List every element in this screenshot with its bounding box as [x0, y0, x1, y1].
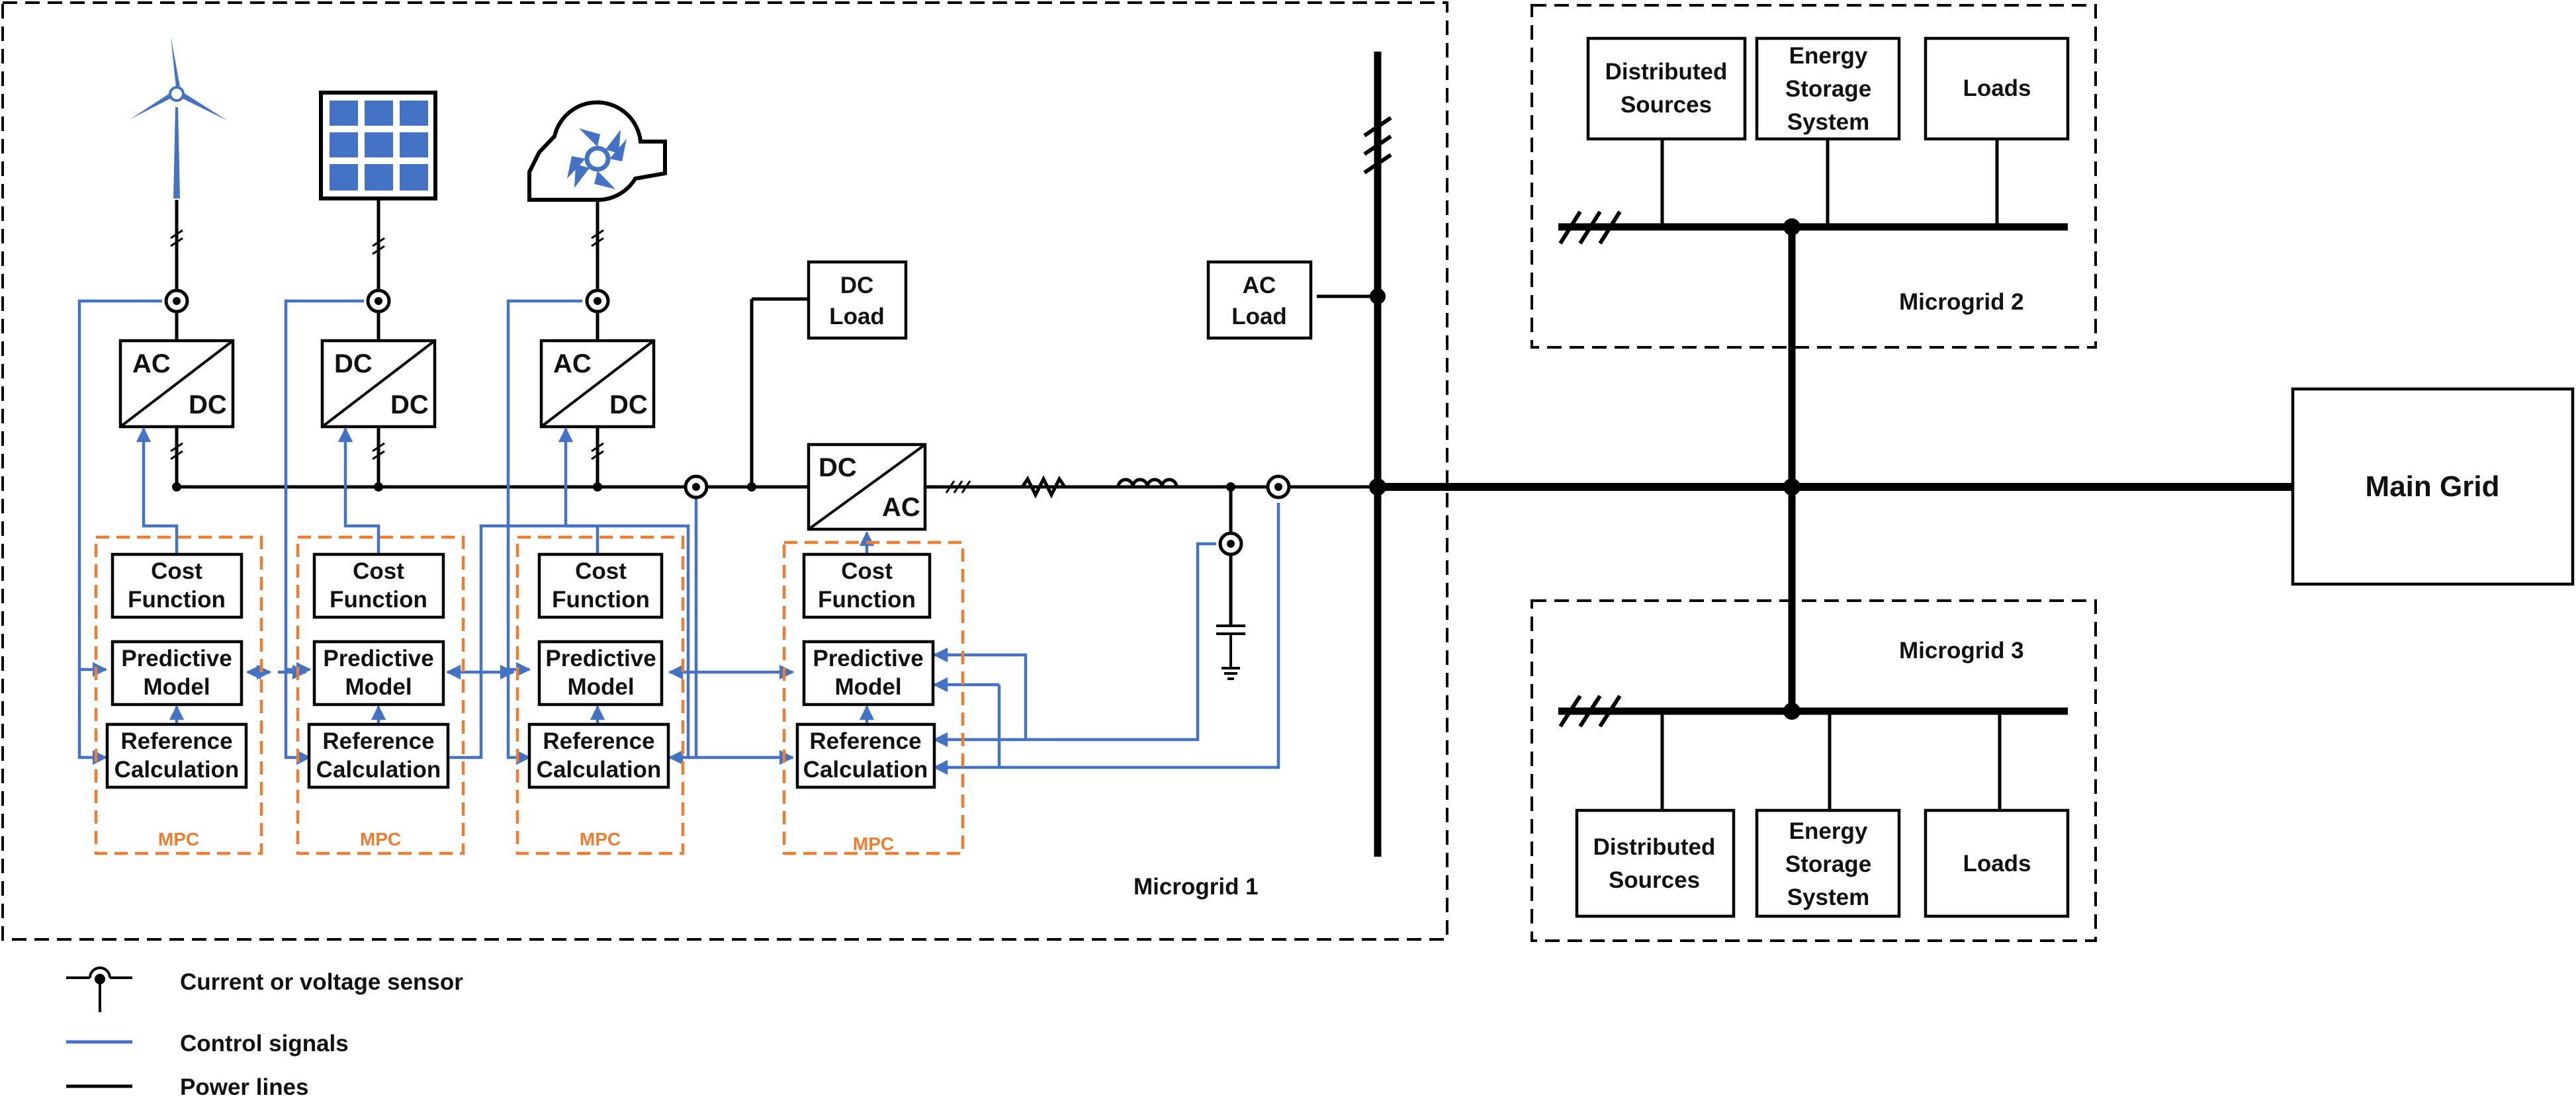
microgrid1-title: Microgrid 1: [1133, 874, 1259, 900]
svg-text:Function: Function: [552, 587, 650, 613]
mg2-energy-storage-system: Energy Storage System: [1755, 36, 1901, 227]
legend-control-label: Control signals: [180, 1031, 349, 1056]
mg3-energy-storage-system: Energy Storage System: [1755, 711, 1901, 918]
microgrid3-title: Microgrid 3: [1899, 638, 2024, 664]
svg-text:DC: DC: [189, 390, 227, 419]
svg-text:Predictive: Predictive: [545, 646, 656, 671]
current-voltage-sensors: [164, 288, 1291, 556]
svg-text:System: System: [1787, 109, 1870, 135]
mpc-block-1: Cost Function Predictive Model Reference…: [94, 535, 263, 855]
svg-text:MPC: MPC: [580, 829, 621, 849]
svg-text:DC: DC: [390, 390, 429, 419]
three-phase-marks: [1363, 116, 1622, 728]
ac-load: AC Load: [1206, 260, 1313, 340]
svg-text:Function: Function: [818, 587, 916, 613]
svg-text:Model: Model: [567, 674, 634, 700]
svg-text:System: System: [1787, 884, 1870, 910]
inverter-4: DC AC: [807, 443, 927, 531]
microgrid2-frame: [1531, 4, 2097, 349]
converter-1: AC DC: [118, 339, 235, 429]
svg-text:Energy: Energy: [1789, 818, 1868, 844]
mg3-distributed-sources: Distributed Sources: [1575, 711, 1736, 918]
svg-text:Predictive: Predictive: [813, 646, 923, 671]
microgrid3-frame: [1531, 599, 2097, 942]
svg-text:Reference: Reference: [809, 728, 921, 754]
mpc-block-4: Cost Function Predictive Model Reference…: [782, 540, 965, 855]
svg-text:DC: DC: [840, 273, 874, 298]
svg-text:Sources: Sources: [1621, 92, 1712, 118]
svg-text:Distributed: Distributed: [1605, 59, 1728, 85]
svg-text:Reference: Reference: [543, 728, 654, 754]
control-signals: [77, 299, 1280, 775]
svg-text:Energy: Energy: [1789, 43, 1868, 69]
svg-text:Calculation: Calculation: [803, 757, 928, 783]
svg-text:Function: Function: [128, 587, 226, 613]
solar-panel-icon: [319, 91, 437, 225]
svg-text:MPC: MPC: [853, 834, 894, 854]
svg-text:Calculation: Calculation: [114, 757, 240, 783]
svg-text:Function: Function: [330, 587, 427, 613]
converter-2: DC DC: [320, 339, 437, 429]
svg-text:Loads: Loads: [1963, 851, 2031, 877]
svg-text:Predictive: Predictive: [121, 646, 232, 671]
mg3-loads: Loads: [1924, 711, 2070, 918]
svg-text:AC: AC: [132, 349, 171, 378]
svg-text:Cost: Cost: [353, 558, 404, 584]
svg-text:MPC: MPC: [360, 829, 401, 849]
svg-text:Load: Load: [1231, 304, 1287, 329]
micro-turbine-icon: [527, 100, 667, 202]
svg-text:Cost: Cost: [841, 558, 893, 584]
inductor: [1116, 478, 1178, 488]
svg-text:DC: DC: [609, 390, 648, 419]
svg-text:DC: DC: [334, 349, 373, 378]
svg-text:Reference: Reference: [322, 728, 434, 754]
svg-text:Predictive: Predictive: [323, 646, 433, 671]
svg-text:Storage: Storage: [1785, 76, 1871, 102]
svg-text:AC: AC: [1243, 273, 1276, 298]
svg-text:Model: Model: [834, 674, 901, 700]
mg2-loads: Loads: [1924, 36, 2070, 227]
feeder-tick-marks: [170, 229, 971, 494]
microgrid2-title: Microgrid 2: [1899, 289, 2024, 315]
svg-text:Cost: Cost: [151, 558, 202, 584]
legend-sensor-icon: [66, 967, 132, 1012]
legend-sensor-label: Current or voltage sensor: [180, 969, 463, 995]
converter-3: AC DC: [539, 339, 656, 429]
dc-load: DC Load: [807, 260, 908, 340]
svg-text:Calculation: Calculation: [316, 757, 441, 783]
mg2-distributed-sources: Distributed Sources: [1586, 36, 1747, 227]
svg-text:Model: Model: [345, 674, 412, 700]
svg-text:Reference: Reference: [120, 728, 232, 754]
legend: Current or voltage sensor Control signal…: [66, 967, 463, 1100]
svg-text:Loads: Loads: [1963, 75, 2031, 101]
svg-text:Distributed: Distributed: [1593, 834, 1716, 860]
svg-text:Main Grid: Main Grid: [2366, 470, 2500, 503]
svg-text:AC: AC: [553, 349, 592, 378]
wind-turbine-icon: [130, 36, 227, 198]
svg-text:AC: AC: [882, 493, 920, 522]
svg-text:MPC: MPC: [158, 829, 199, 849]
mpc-block-3: Cost Function Predictive Model Reference…: [515, 535, 685, 855]
svg-text:DC: DC: [819, 453, 857, 482]
svg-text:Load: Load: [829, 304, 885, 329]
mpc-block-2: Cost Function Predictive Model Reference…: [296, 535, 465, 855]
resistor: [1020, 475, 1067, 499]
capacitor-ground: [1216, 624, 1245, 680]
microgrid1-frame: [1, 1, 1448, 941]
svg-text:Cost: Cost: [575, 558, 627, 584]
main-grid: Main Grid: [2291, 387, 2575, 586]
svg-text:Sources: Sources: [1609, 867, 1700, 893]
svg-text:Model: Model: [143, 674, 210, 700]
svg-text:Storage: Storage: [1785, 851, 1871, 877]
svg-text:Calculation: Calculation: [537, 757, 662, 783]
legend-power-label: Power lines: [180, 1074, 309, 1100]
